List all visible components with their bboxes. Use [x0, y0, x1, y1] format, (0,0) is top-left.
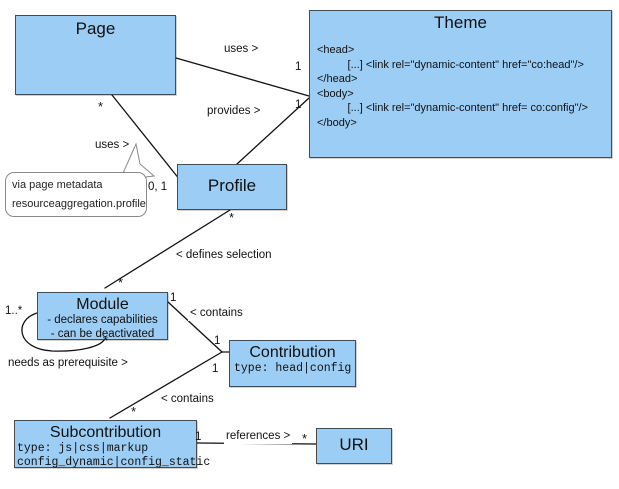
node-theme-title: Theme: [434, 13, 487, 32]
label-module-prerequisite: needs as prerequisite >: [6, 357, 130, 371]
edge-junction-to-subcontribution: [109, 351, 223, 419]
label-profile-provides-theme: provides >: [205, 105, 263, 119]
node-profile-title: Profile: [207, 176, 257, 195]
label-module-contains-contribution: < contains: [188, 307, 245, 321]
label-page-uses-theme: uses >: [222, 43, 261, 57]
mult-page-uses-profile-target: 0, 1: [148, 181, 168, 193]
label-page-uses-profile: uses >: [93, 139, 132, 153]
callout-line-1: via page metadata: [12, 179, 103, 191]
mult-module-contains-contribution-source: 1: [170, 292, 177, 304]
node-subcontribution-attrs: type: js|css|markup config_dynamic|confi…: [17, 442, 211, 470]
mult-module-contains-contribution-target: 1: [214, 335, 221, 347]
node-profile[interactable]: Profile: [177, 164, 287, 210]
mult-page-uses-profile-source: *: [98, 99, 104, 114]
node-uri[interactable]: URI: [316, 428, 392, 464]
node-module-title: Module: [76, 296, 129, 313]
mult-profile-defines-source: *: [229, 210, 235, 225]
node-contribution[interactable]: Contribution type: head|config: [229, 340, 356, 387]
callout-note: via page metadata resourceaggregation.pr…: [5, 172, 147, 217]
label-profile-defines-module: < defines selection: [174, 249, 274, 263]
node-module[interactable]: Module - declares capabilities - can be …: [37, 292, 168, 340]
node-contribution-attrs: type: head|config: [234, 362, 352, 376]
mult-module-prerequisite-target: *: [103, 333, 109, 348]
label-subcontribution-references-uri: references >: [224, 430, 293, 444]
mult-subcontribution-references-source: 1: [195, 431, 202, 443]
node-contribution-title: Contribution: [249, 344, 336, 361]
edge-module-self-loop: [21, 312, 105, 352]
edge-page-uses-profile: [111, 94, 181, 181]
mult-module-prerequisite-source: 1..*: [5, 305, 23, 317]
mult-theme-uses: 1: [295, 61, 302, 73]
edge-subcontribution-references-uri: [196, 442, 317, 445]
node-subcontribution[interactable]: Subcontribution type: js|css|markup conf…: [14, 420, 211, 470]
label-module-contains-subcontribution: < contains: [159, 393, 216, 407]
node-theme[interactable]: Theme <head> [...] <link rel="dynamic-co…: [309, 10, 612, 158]
edge-page-uses-theme: [175, 57, 310, 97]
node-uri-title: URI: [339, 435, 369, 454]
mult-profile-defines-target: *: [118, 275, 124, 290]
node-page[interactable]: Page: [15, 15, 176, 95]
callout-line-2: resourceaggregation.profile: [12, 197, 146, 210]
mult-theme-provides: 1: [295, 99, 302, 111]
mult-module-contains-subcontribution-source: 1: [212, 363, 219, 375]
edge-profile-defines-module: [104, 209, 231, 289]
node-subcontribution-title: Subcontribution: [49, 424, 162, 441]
mult-subcontribution-references-target: *: [302, 431, 308, 446]
node-module-attr-2: - can be deactivated: [50, 328, 155, 341]
mult-module-contains-subcontribution-target: *: [131, 404, 137, 419]
edge-module-to-junction: [167, 301, 223, 353]
edge-profile-provides-theme: [236, 97, 310, 165]
node-page-title: Page: [75, 19, 116, 38]
node-module-attr-1: - declares capabilities: [47, 314, 158, 327]
node-theme-code: <head> [...] <link rel="dynamic-content"…: [317, 44, 588, 129]
